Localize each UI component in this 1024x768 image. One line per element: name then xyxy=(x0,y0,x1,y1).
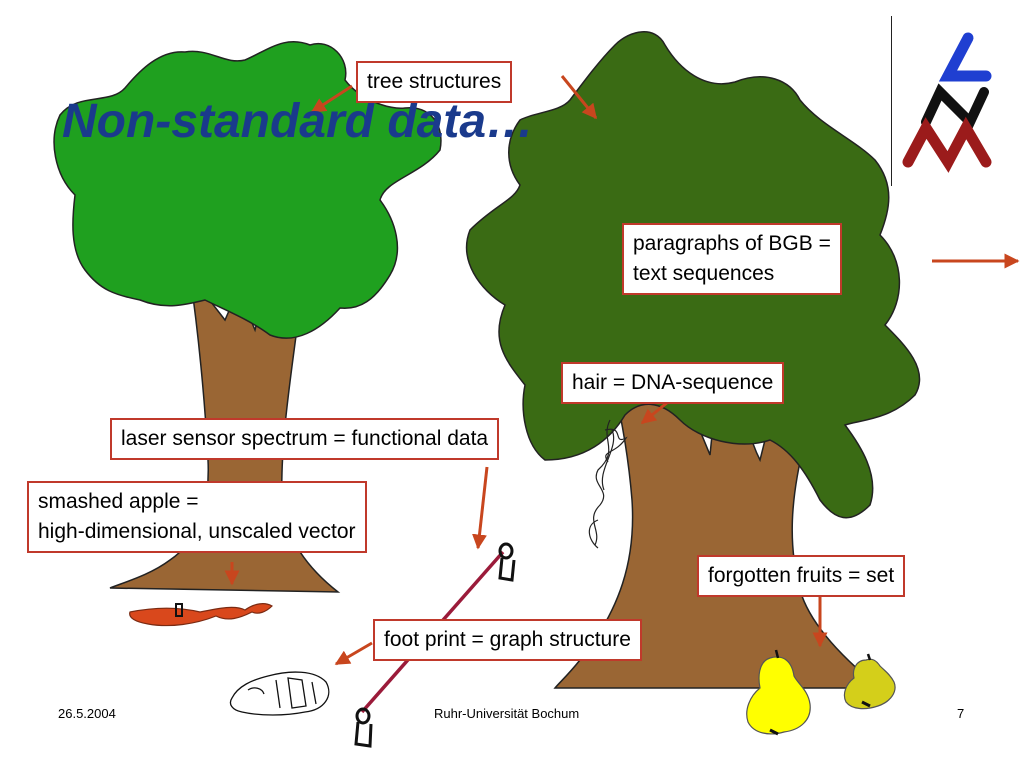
callout-paragraphs: paragraphs of BGB = text sequences xyxy=(622,223,842,295)
footer-page-number: 7 xyxy=(957,706,965,721)
callout-hair: hair = DNA-sequence xyxy=(561,362,785,404)
apple-core xyxy=(175,603,183,617)
pear-large xyxy=(746,649,811,736)
slide-title: Non-standard data… xyxy=(62,95,535,148)
callout-forgotten-fruits: forgotten fruits = set xyxy=(697,555,906,597)
arrow-hair xyxy=(640,400,669,425)
callout-fruits-text: forgotten fruits = set xyxy=(708,564,895,587)
callout-laser: laser sensor spectrum = functional data xyxy=(110,418,500,460)
footer-date: 26.5.2004 xyxy=(58,706,116,721)
left-tree-canopy xyxy=(53,40,442,339)
callout-smashed-apple: smashed apple = high-dimensional, unscal… xyxy=(27,481,367,553)
pear-small xyxy=(843,653,896,710)
callout-footprint-text: foot print = graph structure xyxy=(384,628,631,651)
arrow-laser xyxy=(472,466,489,550)
foot-print xyxy=(229,671,330,716)
callout-tree-structures: tree structures xyxy=(356,61,513,103)
arrow-tree-structures-left xyxy=(310,84,353,114)
graph-node-bottom xyxy=(354,707,373,748)
callout-hair-text: hair = DNA-sequence xyxy=(572,371,774,394)
callout-apple-line2: high-dimensional, unscaled vector xyxy=(38,520,356,543)
callout-paragraphs-line2: text sequences xyxy=(633,262,775,285)
callout-laser-text: laser sensor spectrum = functional data xyxy=(121,427,489,450)
arrow-tree-structures-right xyxy=(560,75,598,120)
callout-foot-print: foot print = graph structure xyxy=(373,619,642,661)
callout-paragraphs-line1: paragraphs of BGB = xyxy=(633,232,831,255)
callout-tree-structures-text: tree structures xyxy=(367,70,502,93)
footer-institution: Ruhr-Universität Bochum xyxy=(434,706,580,721)
graph-node-top xyxy=(498,542,516,582)
hair-strand xyxy=(588,419,628,549)
callout-apple-line1: smashed apple = xyxy=(38,490,199,513)
institute-logo xyxy=(902,32,992,173)
smashed-apple xyxy=(129,603,273,627)
logo-divider xyxy=(891,16,892,186)
arrow-footprint xyxy=(334,641,373,666)
